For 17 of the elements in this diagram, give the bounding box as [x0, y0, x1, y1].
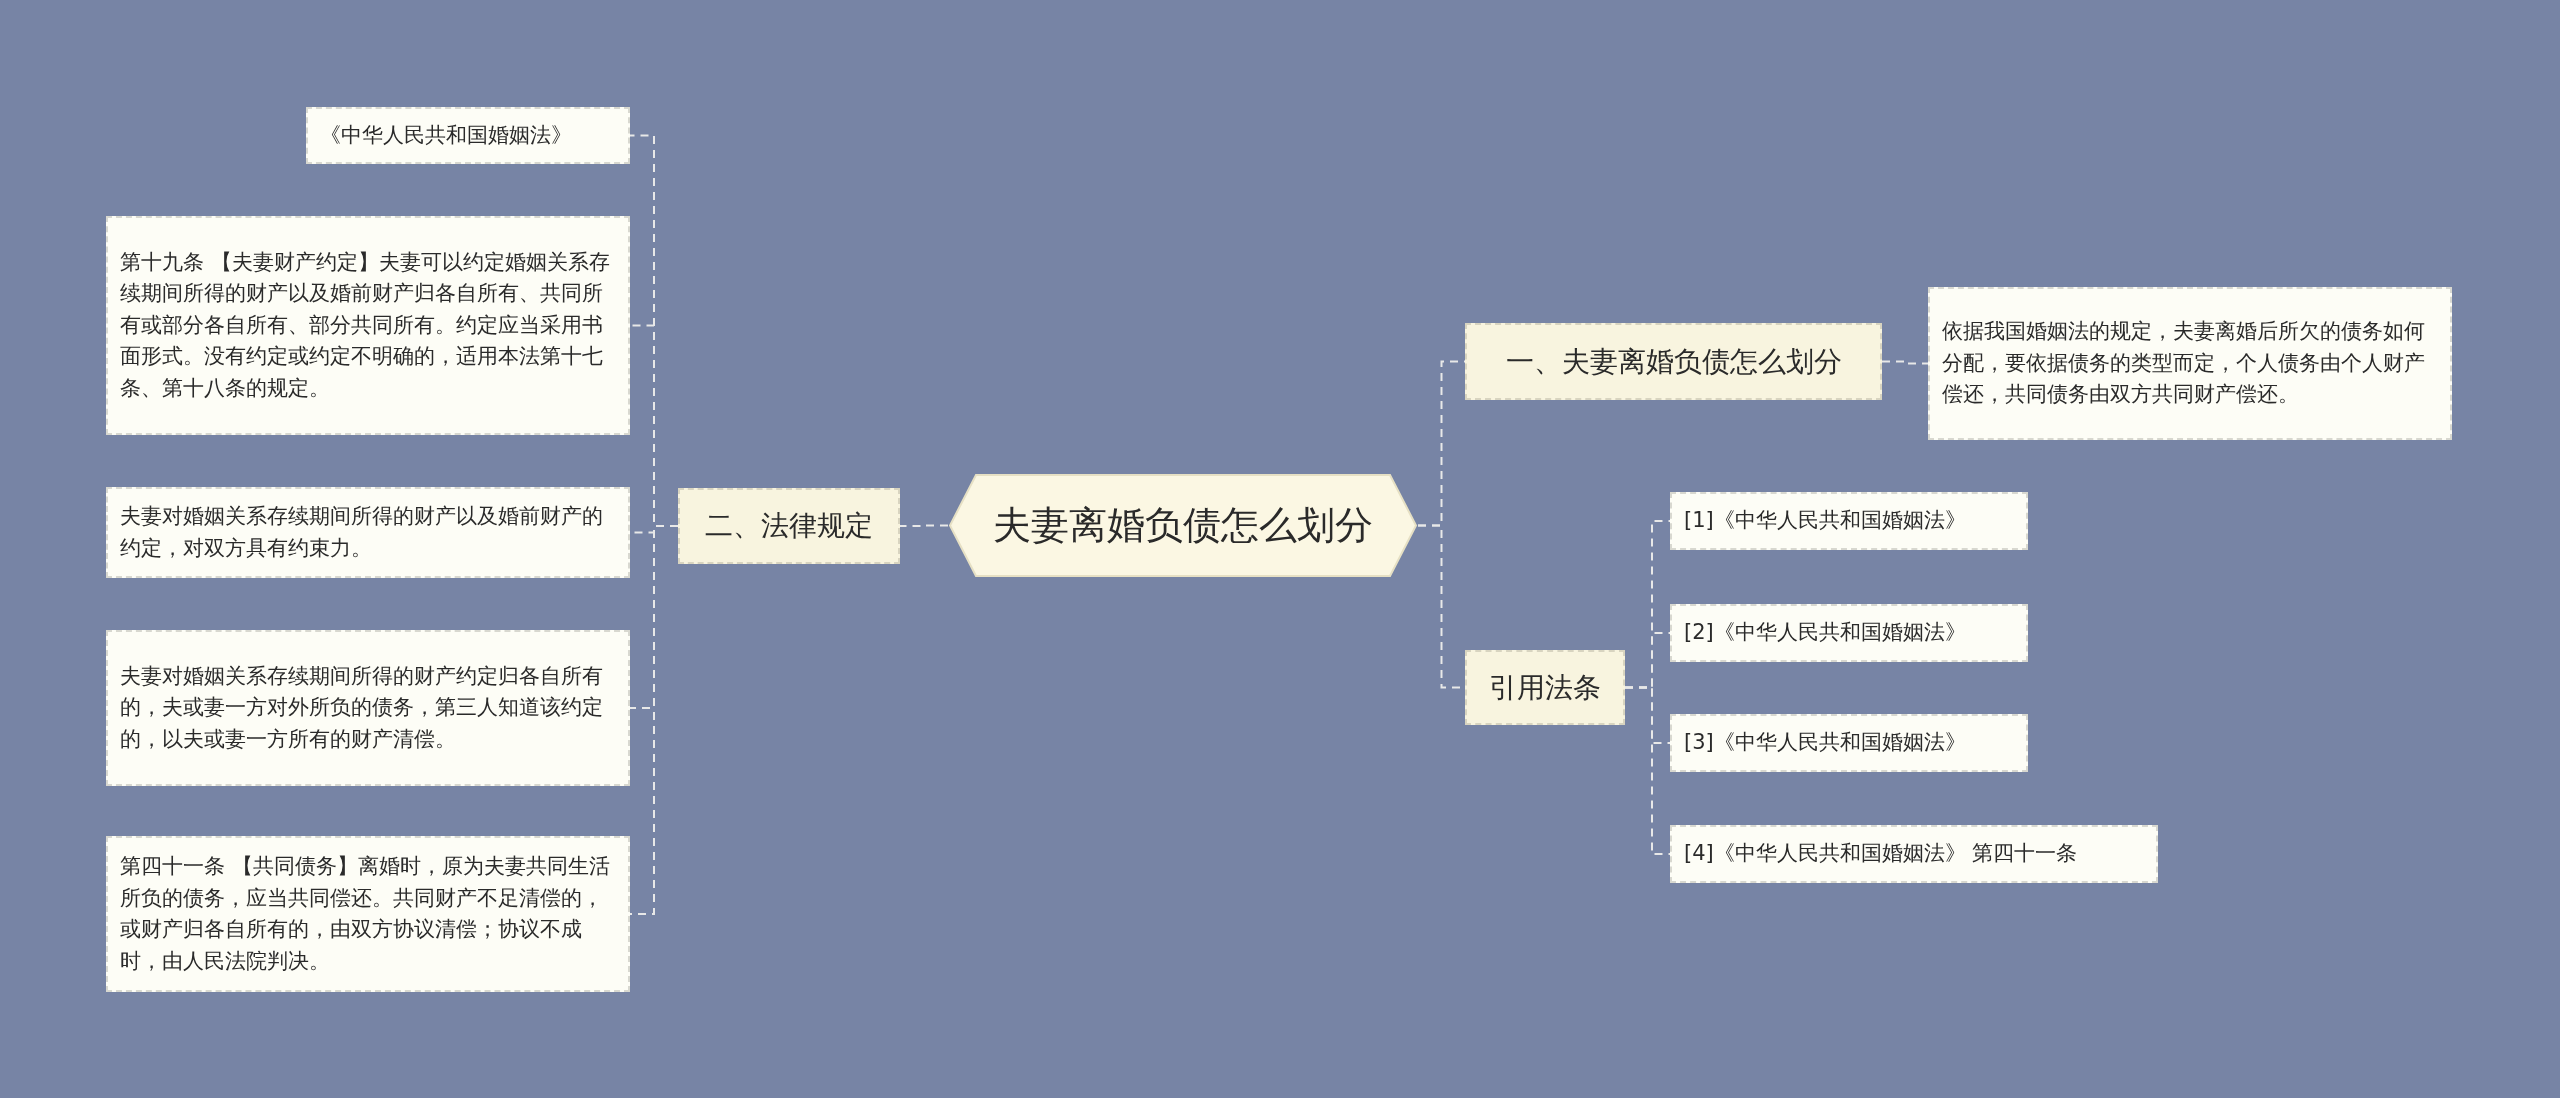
note-box: 依据我国婚姻法的规定，夫妻离婚后所欠的债务如何分配，要依据债务的类型而定，个人债务由个人财产偿还，共同债务由双方共同财产偿还。 [1928, 287, 2452, 440]
topic-box: 一、夫妻离婚负债怎么划分 [1465, 323, 1882, 400]
central-topic: 夫妻离婚负债怎么划分 [948, 473, 1418, 578]
topic-box: 引用法条 [1465, 650, 1625, 725]
note-box: 第十九条 【夫妻财产约定】夫妻可以约定婚姻关系存续期间所得的财产以及婚前财产归各自所有、共同所有或部分各自所有、部分共同所有。约定应当采用书面形式。没有约定或约定不明确的，适用本法第十七条、第十八条的规定。 [106, 216, 630, 435]
note-box: 《中华人民共和国婚姻法》 [306, 107, 630, 164]
note-box: 夫妻对婚姻关系存续期间所得的财产约定归各自所有的，夫或妻一方对外所负的债务，第三人知道该约定的，以夫或妻一方所有的财产清偿。 [106, 630, 630, 786]
note-box: [1]《中华人民共和国婚姻法》 [1670, 492, 2028, 550]
note-box: [2]《中华人民共和国婚姻法》 [1670, 604, 2028, 662]
connector-line [1881, 360, 1929, 365]
note-box: [3]《中华人民共和国婚姻法》 [1670, 714, 2028, 772]
note-box: 第四十一条 【共同债务】离婚时，原为夫妻共同生活所负的债务，应当共同偿还。共同财产不足清偿的，或财产归各自所有的，由双方协议清偿；协议不成时，由人民法院判决。 [106, 836, 630, 992]
note-box: 夫妻对婚姻关系存续期间所得的财产以及婚前财产的约定，对双方具有约束力。 [106, 487, 630, 578]
connector-line [1624, 686, 1671, 855]
topic-box: 二、法律规定 [678, 488, 900, 564]
connector-line [899, 524, 949, 527]
note-box: [4]《中华人民共和国婚姻法》 第四十一条 [1670, 825, 2158, 883]
